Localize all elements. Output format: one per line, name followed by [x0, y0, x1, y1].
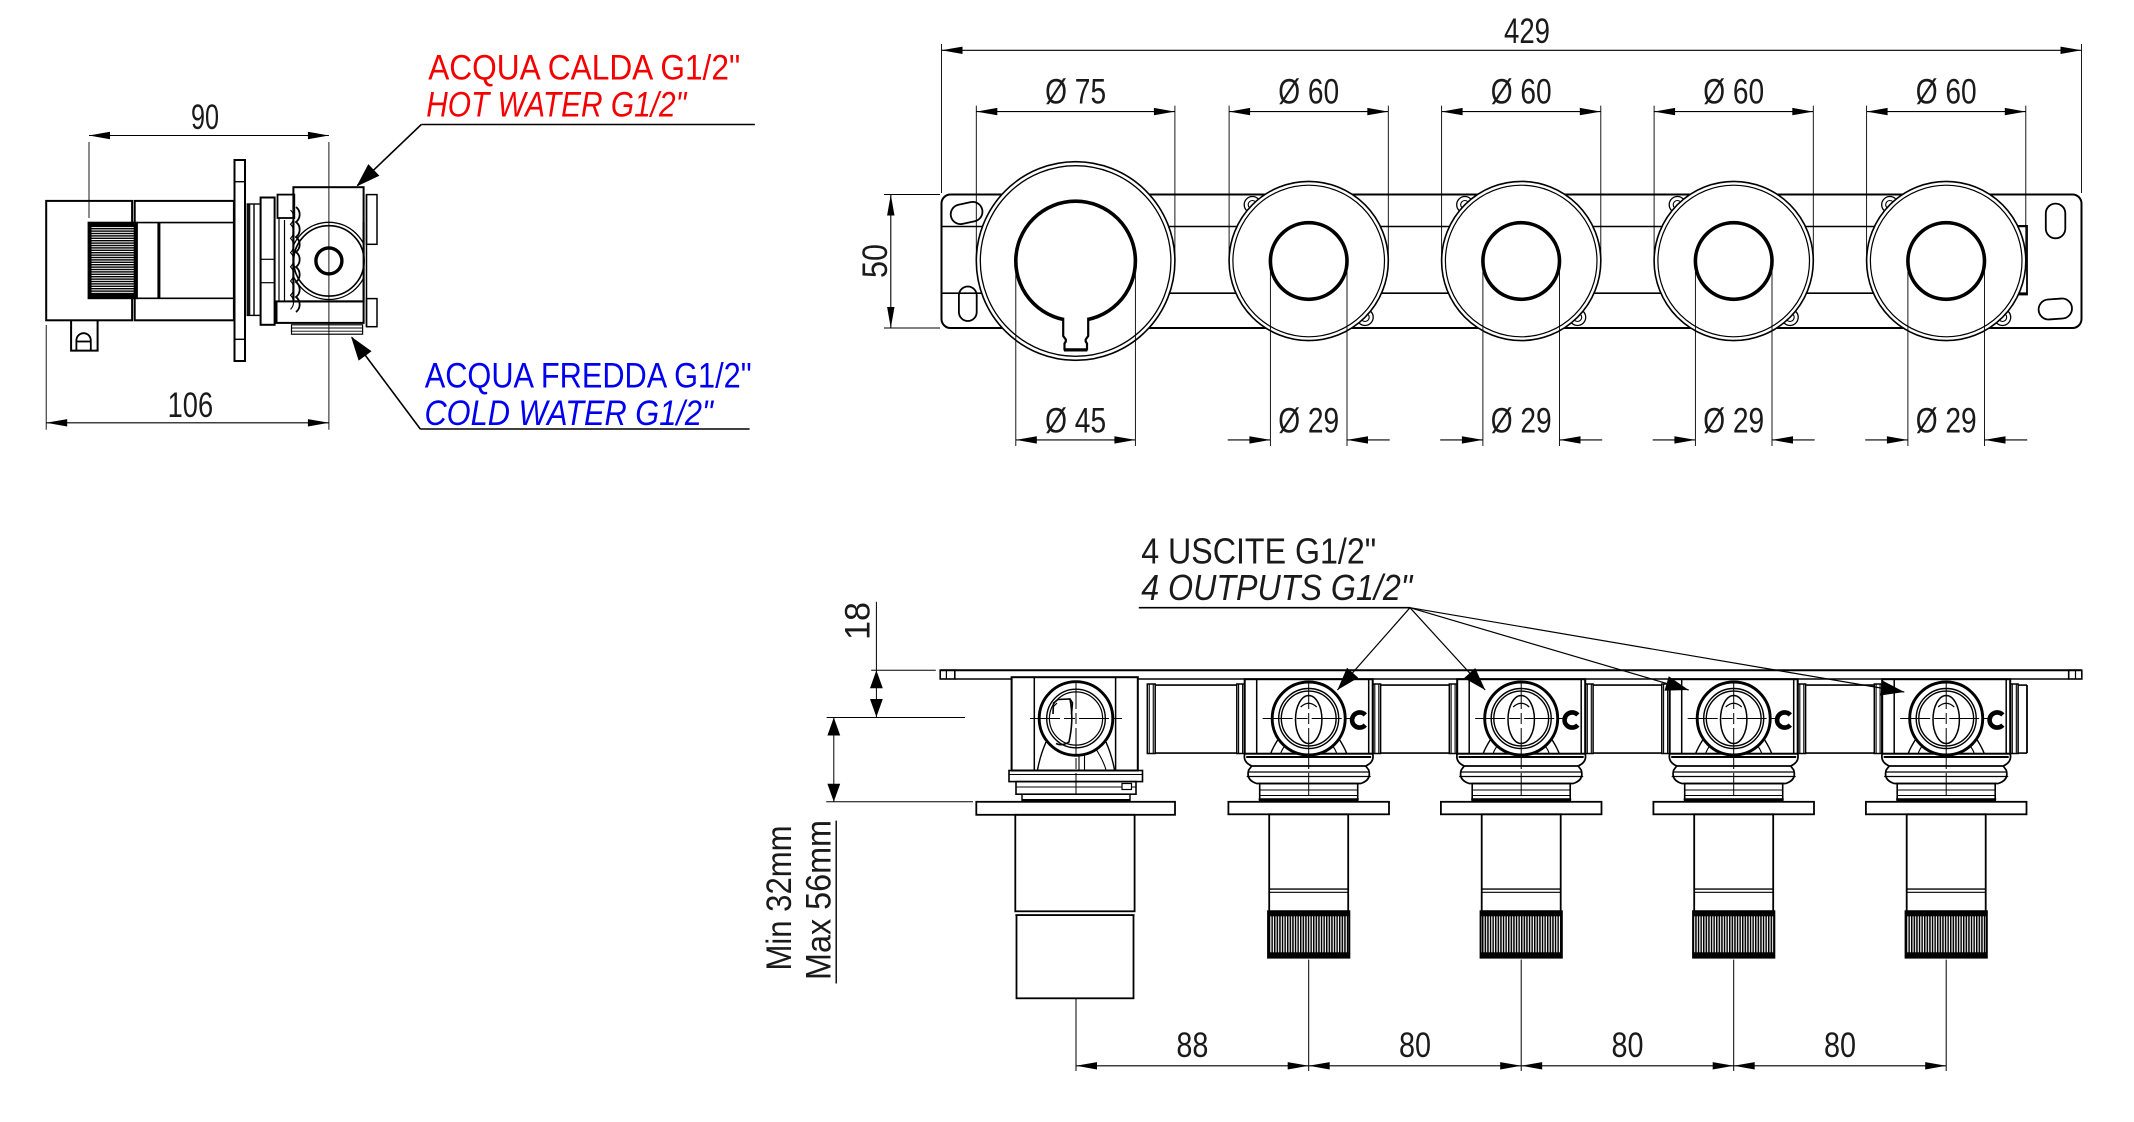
svg-text:429: 429	[1504, 12, 1550, 51]
svg-text:COLD WATER G1/2": COLD WATER G1/2"	[424, 393, 714, 433]
svg-text:Ø 29: Ø 29	[1278, 402, 1339, 441]
svg-text:80: 80	[1824, 1026, 1856, 1065]
svg-text:106: 106	[168, 386, 214, 425]
svg-text:90: 90	[191, 98, 219, 137]
svg-text:80: 80	[1399, 1026, 1431, 1065]
svg-text:18: 18	[839, 602, 878, 640]
svg-text:Ø 60: Ø 60	[1703, 73, 1764, 112]
svg-text:50: 50	[856, 244, 895, 278]
svg-text:80: 80	[1612, 1026, 1644, 1065]
svg-text:Ø 45: Ø 45	[1045, 402, 1106, 441]
svg-text:Ø 60: Ø 60	[1278, 73, 1339, 112]
svg-text:Ø 29: Ø 29	[1916, 402, 1977, 441]
svg-text:Max 56mm: Max 56mm	[799, 820, 839, 980]
svg-text:Ø 29: Ø 29	[1491, 402, 1552, 441]
svg-text:Ø 60: Ø 60	[1916, 73, 1977, 112]
svg-text:Ø 29: Ø 29	[1703, 402, 1764, 441]
svg-text:4 USCITE G1/2": 4 USCITE G1/2"	[1141, 531, 1376, 572]
svg-text:4 OUTPUTS G1/2": 4 OUTPUTS G1/2"	[1141, 567, 1414, 608]
svg-text:Ø 75: Ø 75	[1045, 73, 1106, 112]
svg-text:ACQUA FREDDA G1/2": ACQUA FREDDA G1/2"	[425, 356, 752, 396]
svg-text:HOT WATER G1/2": HOT WATER G1/2"	[426, 84, 687, 124]
svg-text:Min 32mm: Min 32mm	[759, 826, 799, 971]
svg-text:ACQUA CALDA G1/2": ACQUA CALDA G1/2"	[428, 48, 740, 88]
svg-text:88: 88	[1176, 1026, 1208, 1065]
svg-text:Ø 60: Ø 60	[1491, 73, 1552, 112]
